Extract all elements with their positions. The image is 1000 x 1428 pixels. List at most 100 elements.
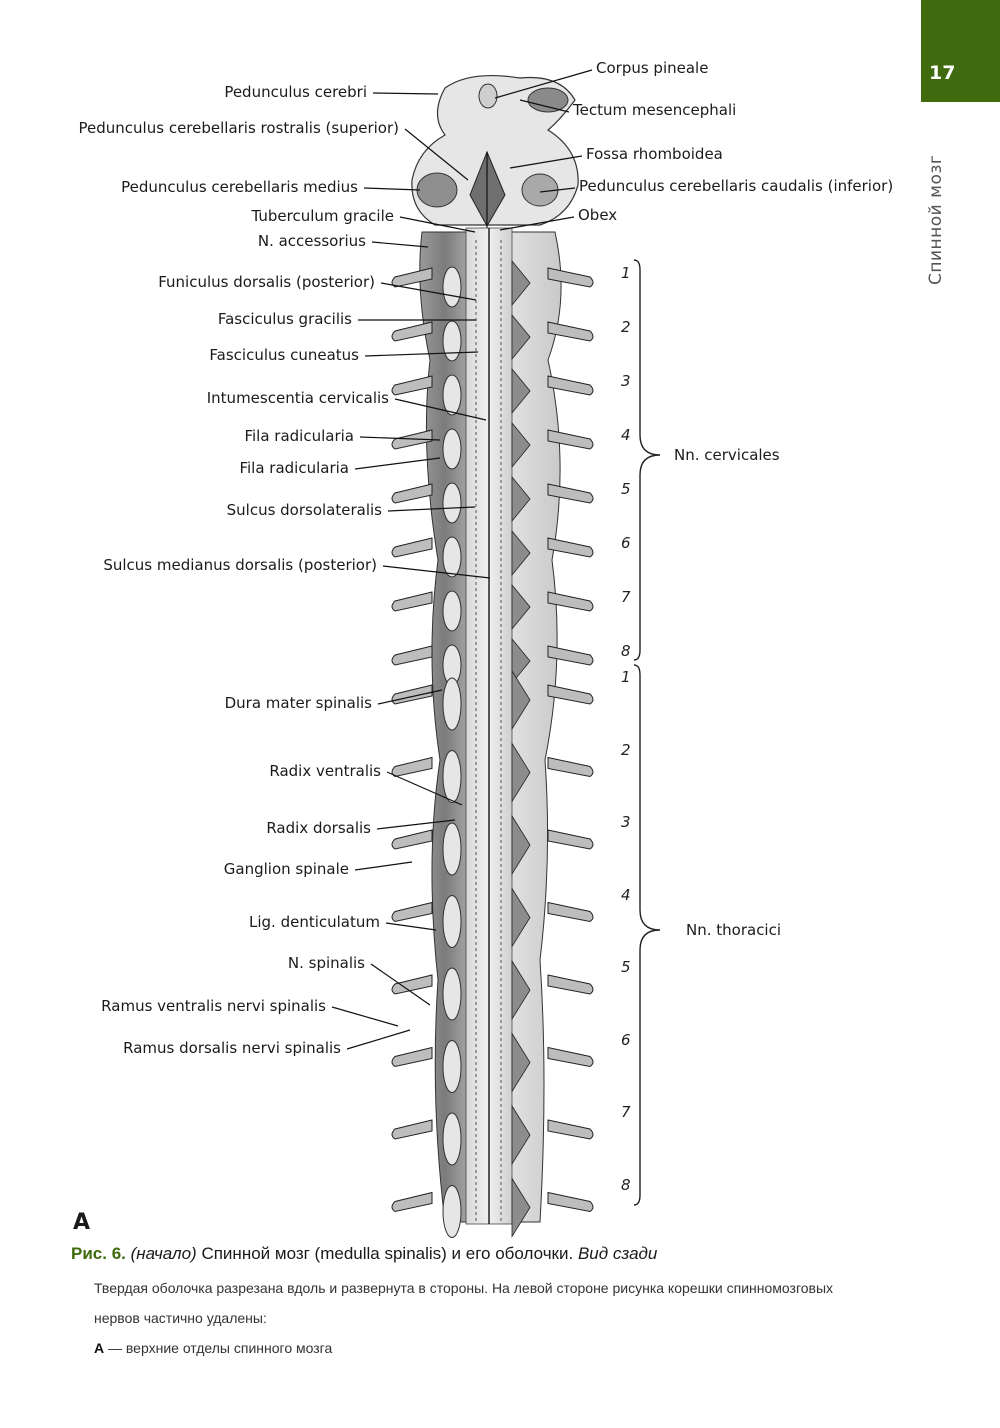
segment-number: 6 — [621, 1030, 631, 1049]
spinal-nerve-root — [391, 901, 433, 923]
leader-line — [354, 861, 413, 871]
legend-key: А — [94, 1340, 105, 1356]
segment-number: 6 — [621, 534, 631, 552]
spinal-nerve-root — [547, 375, 594, 396]
label-left: Radix dorsalis — [266, 819, 371, 837]
label-left: Ganglion spinale — [223, 860, 349, 878]
fila-radicularia-fan — [511, 959, 531, 1021]
caption-legend: А — верхние отделы спинного мозга — [94, 1340, 332, 1356]
label-left: Radix ventralis — [269, 762, 381, 780]
group-label-thoracic: Nn. thoracici — [686, 921, 782, 939]
ganglion — [442, 590, 462, 632]
spinal-nerve-root — [547, 756, 594, 778]
leader-line — [359, 436, 441, 441]
spinal-nerve-root — [391, 1191, 433, 1213]
fila-radicularia-fan — [511, 529, 531, 577]
fila-radicularia-fan — [511, 637, 531, 685]
leader-line — [372, 92, 439, 95]
label-left: Lig. denticulatum — [248, 913, 380, 931]
spinal-nerve-root — [391, 483, 433, 504]
segment-number: 7 — [621, 1103, 631, 1121]
spinal-nerve-root — [391, 1046, 433, 1068]
ganglion — [442, 750, 462, 803]
ganglion — [442, 1112, 462, 1166]
spinal-nerve-root — [391, 375, 433, 396]
fila-radicularia-fan — [511, 475, 531, 523]
fila-radicularia-fan — [511, 421, 531, 469]
leader-line — [386, 771, 463, 806]
fila-radicularia-fan — [511, 887, 531, 948]
leader-line — [380, 282, 477, 301]
ganglion — [442, 374, 462, 416]
spinal-nerve-root — [391, 267, 433, 288]
leader-line — [364, 351, 479, 357]
spinal-nerve-root — [547, 429, 594, 450]
panel-letter: A — [73, 1210, 91, 1235]
ganglion — [442, 967, 462, 1021]
spinal-nerve-root — [547, 1191, 594, 1213]
segment-number: 8 — [621, 642, 631, 660]
label-right: Corpus pineale — [596, 59, 709, 77]
ganglion — [442, 482, 462, 524]
fila-radicularia-fan — [511, 259, 531, 307]
spinal-nerve-root — [547, 1046, 594, 1068]
ganglion — [442, 822, 462, 876]
fila-radicularia-fan — [511, 814, 531, 876]
figure-caption: Рис. 6. (начало) Спинной мозг (medulla s… — [71, 1244, 657, 1264]
spinal-nerve-root — [391, 1119, 433, 1140]
spinal-nerve-root — [391, 537, 433, 558]
segment-number: 1 — [621, 668, 631, 686]
fila-radicularia-fan — [511, 583, 531, 631]
segment-number: 8 — [621, 1175, 631, 1194]
leader-line — [404, 128, 469, 181]
spinal-nerve-root — [391, 974, 433, 995]
segment-number: 5 — [621, 480, 631, 498]
ganglion — [442, 1040, 462, 1093]
ganglion — [442, 266, 462, 308]
fila-radicularia-fan — [511, 1177, 531, 1238]
figure-number: Рис. 6. — [71, 1244, 126, 1263]
leader-line — [331, 1006, 399, 1027]
dura-mater-right — [507, 231, 562, 1223]
legend-text: — верхние отделы спинного мозга — [108, 1340, 333, 1356]
label-left: Dura mater spinalis — [224, 694, 372, 712]
segment-number: 5 — [621, 958, 631, 976]
spinal-nerve-root — [391, 684, 433, 705]
leader-line — [539, 187, 576, 193]
spinal-nerve-root — [547, 645, 594, 666]
spinal-nerve-root — [547, 974, 594, 995]
label-left: Pedunculus cerebellaris medius — [121, 178, 358, 196]
segment-number: 2 — [621, 740, 631, 759]
leader-line — [371, 241, 429, 248]
fila-radicularia-fan — [511, 313, 531, 361]
spinal-nerve-root — [547, 537, 594, 558]
leader-line — [382, 565, 491, 579]
leader-line — [354, 457, 441, 470]
label-left: Ramus dorsalis nervi spinalis — [123, 1039, 341, 1057]
caption-description-line2: нервов частично удалены: — [94, 1310, 267, 1326]
ganglion — [442, 536, 462, 578]
segment-number: 4 — [621, 426, 631, 444]
label-left: Sulcus medianus dorsalis (posterior) — [103, 556, 377, 574]
label-left: Intumescentia cervicalis — [206, 389, 389, 407]
caption-title: Спинной мозг (medulla spinalis) и его об… — [201, 1244, 574, 1263]
spinal-nerve-root — [547, 829, 594, 850]
fila-radicularia-fan — [511, 367, 531, 415]
label-left: Pedunculus cerebri — [224, 83, 367, 101]
spinal-nerve-root — [391, 321, 433, 342]
spinal-nerve-root — [391, 756, 433, 778]
leader-line — [385, 922, 437, 931]
fila-radicularia-fan — [511, 742, 531, 803]
segment-number: 2 — [621, 318, 631, 336]
leader-line — [377, 689, 443, 705]
spinal-nerve-root — [547, 1119, 594, 1140]
spinal-nerve-root — [391, 591, 433, 612]
ganglion — [442, 895, 462, 948]
page-number: 17 — [929, 62, 956, 84]
label-left: Fasciculus gracilis — [217, 310, 352, 328]
segment-brace — [633, 259, 661, 661]
label-left: Funiculus dorsalis (posterior) — [158, 273, 375, 291]
leader-line — [387, 506, 476, 512]
leader-line — [519, 99, 570, 113]
spinal-nerve-root — [391, 645, 433, 666]
